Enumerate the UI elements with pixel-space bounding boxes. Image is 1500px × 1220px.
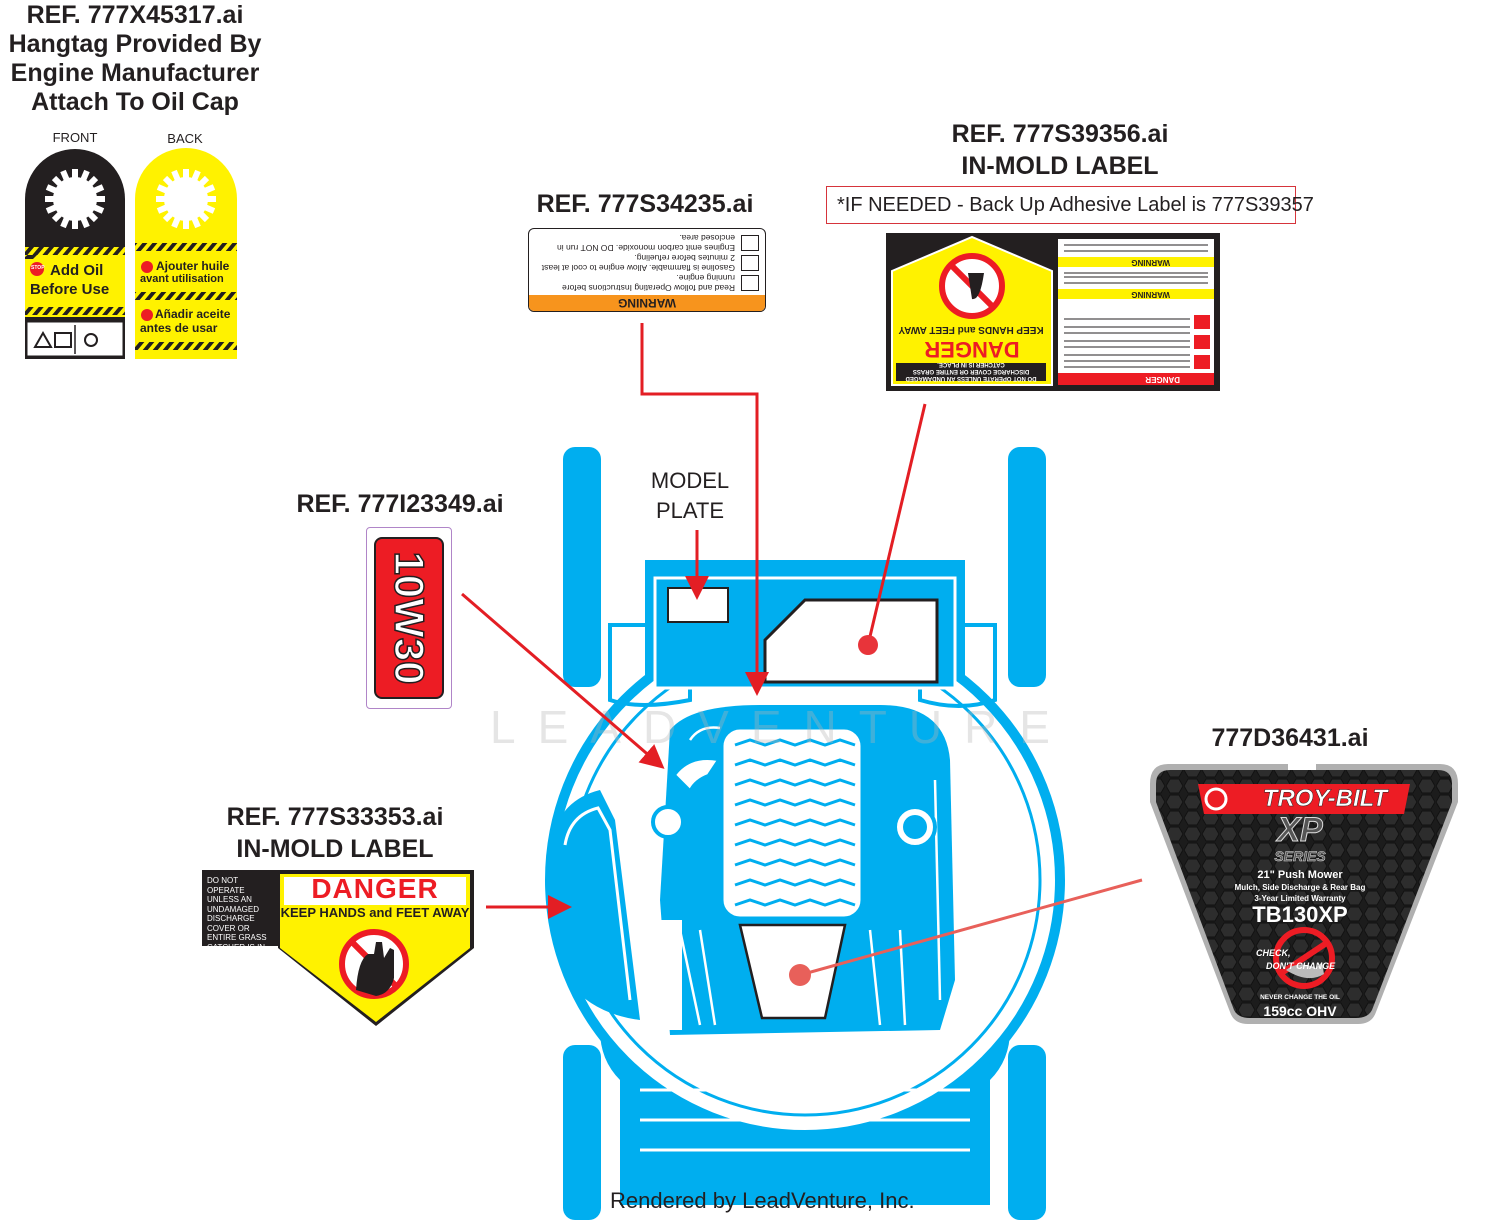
inmold-left-danger: DANGER xyxy=(311,873,439,904)
arrow-oil-label xyxy=(461,592,665,769)
hangtag-back xyxy=(135,148,237,359)
hangtag-line3: Engine Manufacturer xyxy=(10,59,260,87)
troybilt-ref: 777D36431.ai xyxy=(1211,724,1369,752)
troybilt-oil-drop-icon xyxy=(1273,927,1335,989)
inmold-left-keep-away: KEEP HANDS and FEET AWAY xyxy=(280,905,470,920)
troybilt-check-2: DON'T CHANGE xyxy=(1266,961,1336,971)
troybilt-never-change: NEVER CHANGE THE OIL xyxy=(1260,994,1340,1001)
hangtag-back-text-3: Añadir aceite xyxy=(155,307,231,321)
rear-left-wheel xyxy=(563,1045,601,1220)
footer: Rendered by LeadVenture, Inc. xyxy=(610,1188,915,1213)
troybilt-model: TB130XP xyxy=(1252,902,1348,927)
watermark: LEADVENTURE xyxy=(490,701,1072,753)
dot-inmold-top xyxy=(858,635,878,655)
inmold-top-label: DANGER KEEP HANDS and FEET AWAY DO NOT O… xyxy=(886,233,1220,391)
rear-right-wheel xyxy=(1008,1045,1046,1220)
inmold-top-pictogram-2 xyxy=(1194,335,1210,349)
troybilt-logo-icon xyxy=(1204,787,1228,811)
hangtag-front-text-2: Before Use xyxy=(30,281,110,298)
stop-icon xyxy=(30,262,44,276)
hangtag-front-label: FRONT xyxy=(52,130,98,145)
front-right-wheel xyxy=(1008,447,1046,687)
hangtag-back-gear-icon xyxy=(156,169,216,229)
troybilt-warranty: 3-Year Limited Warranty xyxy=(1254,894,1346,903)
hangtag-back-text-1: Ajouter huile xyxy=(156,259,230,273)
hangtag-ref: REF. 777X45317.ai xyxy=(26,1,244,29)
inmold-top-pictogram-1 xyxy=(1194,355,1210,369)
oil-label: 10W30 xyxy=(366,527,452,709)
hangtag-front-gear-icon xyxy=(45,169,105,229)
manual-icon xyxy=(54,332,72,348)
troybilt-features: Mulch, Side Discharge & Rear Bag xyxy=(1234,883,1366,892)
model-plate-line2: PLATE xyxy=(655,498,725,523)
troybilt-series-1: XP xyxy=(1277,811,1323,849)
troybilt-brand: TROY-BILT xyxy=(1262,785,1388,812)
model-plate-line1: MODEL xyxy=(650,468,730,493)
hangtag-front xyxy=(25,149,125,359)
troybilt-engine: 159cc OHV xyxy=(1263,1003,1337,1019)
warning-label: WARNING Read and follow Operating Instru… xyxy=(528,228,766,312)
inmold-left-label xyxy=(202,870,474,1026)
oil-label-ref: REF. 777I23349.ai xyxy=(296,490,504,518)
line-troybilt xyxy=(799,878,1143,977)
hangtag-back-text-4: antes de usar xyxy=(140,321,218,335)
back-stop-icon-2 xyxy=(141,309,153,321)
troybilt-push-mower: 21" Push Mower xyxy=(1257,869,1343,881)
inmold-top-pictogram-3 xyxy=(1194,315,1210,329)
inmold-left-side-text: DO NOT OPERATE UNLESS AN UNDAMAGED DISCH… xyxy=(207,876,267,961)
arrow-warning-label xyxy=(640,323,769,696)
warning-label-ref: REF. 777S34235.ai xyxy=(536,190,754,218)
troybilt-check-1: CHECK, xyxy=(1256,948,1291,958)
hangtag-back-label: BACK xyxy=(167,131,203,146)
troybilt-series-2: SERIES xyxy=(1274,848,1326,865)
front-left-wheel xyxy=(563,447,601,687)
hangtag-back-text-2: avant utilisation xyxy=(140,273,224,285)
troybilt-label xyxy=(1150,762,1458,1024)
back-stop-icon-1 xyxy=(141,261,153,273)
fuel-cap xyxy=(651,805,685,839)
line-inmold-top xyxy=(866,403,927,646)
hangtag-line2: Hangtag Provided By xyxy=(8,30,262,58)
oil-cap xyxy=(673,758,720,792)
warning-triangle-icon xyxy=(33,330,53,348)
inmold-top-ref: REF. 777S39356.ai xyxy=(951,120,1169,148)
inmold-left-ref: REF. 777S33353.ai xyxy=(226,803,444,831)
inmold-left-subtitle: IN-MOLD LABEL xyxy=(236,835,434,863)
hangtag-front-stop: STOP xyxy=(31,265,45,271)
hangtag-line4: Attach To Oil Cap xyxy=(31,88,239,116)
side-discharge xyxy=(551,790,640,1020)
oil-can-icon xyxy=(84,333,98,347)
hangtag-front-text-1: Add Oil xyxy=(50,262,104,279)
inmold-top-subtitle: IN-MOLD LABEL xyxy=(961,152,1159,180)
dot-troybilt xyxy=(789,964,811,986)
inmold-top-note: *IF NEEDED - Back Up Adhesive Label is 7… xyxy=(826,186,1314,224)
